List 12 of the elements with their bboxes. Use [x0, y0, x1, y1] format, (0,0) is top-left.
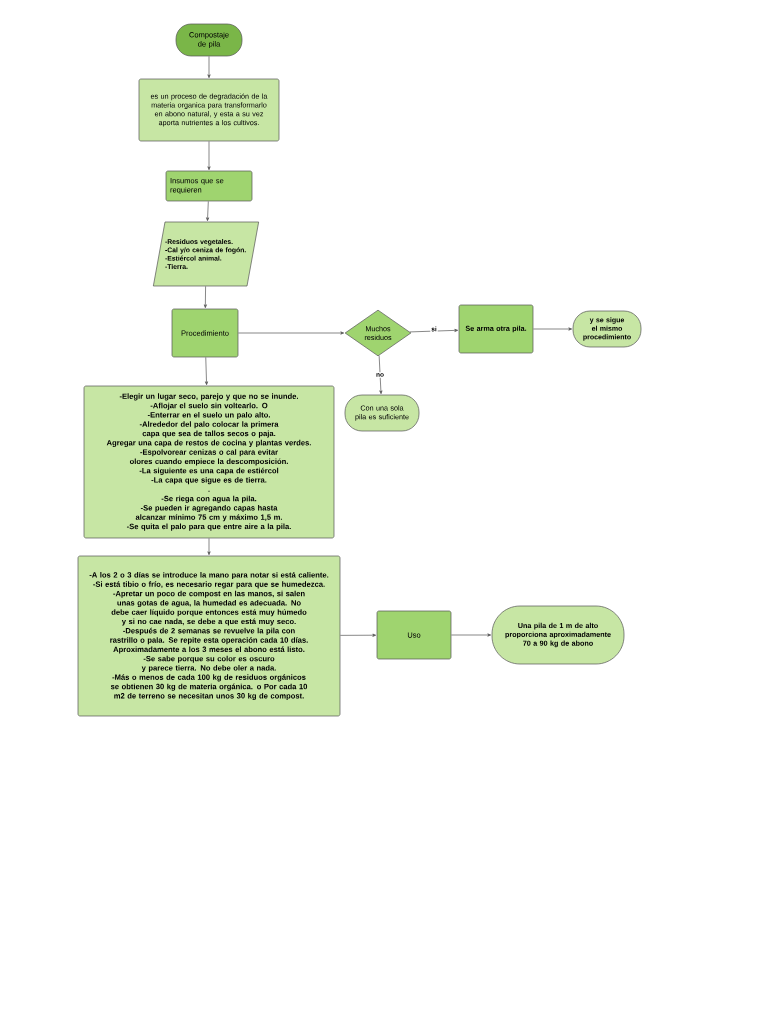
arrow	[340, 633, 377, 637]
arrow	[204, 357, 209, 386]
arrow	[378, 355, 383, 395]
arrow	[207, 141, 211, 171]
arrow	[206, 201, 210, 222]
arrow	[238, 331, 345, 335]
arrow	[207, 538, 211, 556]
arrow	[207, 56, 211, 79]
arrow	[409, 328, 459, 333]
arrow	[451, 633, 492, 637]
arrow	[533, 327, 573, 331]
arrow	[203, 286, 207, 309]
